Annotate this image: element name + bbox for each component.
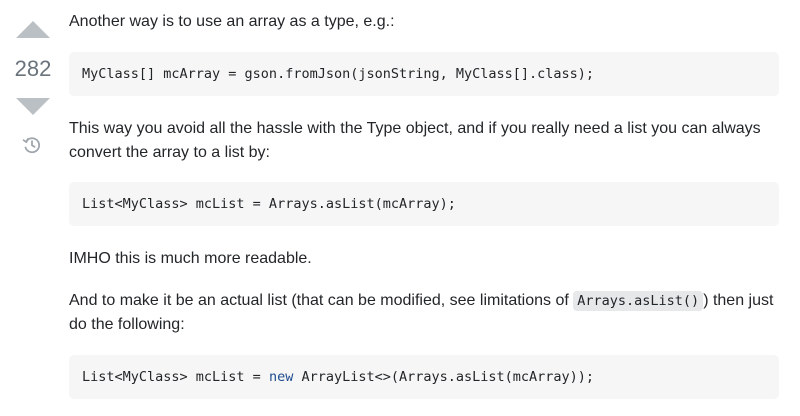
inline-code-aslist: Arrays.asList() <box>573 291 704 311</box>
code-keyword-new: new <box>268 369 294 385</box>
paragraph-actual-list: And to make it be an actual list (that c… <box>69 289 779 337</box>
paragraph-readable: IMHO this is much more readable. <box>69 250 312 267</box>
code-block-gson: MyClass[] mcArray = gson.fromJson(jsonSt… <box>69 52 779 96</box>
paragraph-text-before: And to make it be an actual list (that c… <box>69 292 574 309</box>
paragraph-type-hassle: This way you avoid all the hassle with t… <box>69 120 761 161</box>
code-block-aslist: List<MyClass> mcList = Arrays.asList(mcA… <box>69 182 779 226</box>
history-icon-graphic <box>22 137 40 154</box>
vote-count: 282 <box>14 56 52 81</box>
code-text-after: ArrayList<>(Arrays.asList(mcArray)); <box>293 369 595 385</box>
code-text-before: List<MyClass> mcList = <box>82 369 269 385</box>
paragraph-intro: Another way is to use an array as a type… <box>69 13 395 30</box>
downvote-button[interactable] <box>16 98 50 115</box>
code-block-arraylist: List<MyClass> mcList = new ArrayList<>(A… <box>69 355 779 399</box>
history-icon[interactable] <box>22 135 42 155</box>
paragraph-text-after: ) then just do the following: <box>69 292 774 333</box>
upvote-button[interactable] <box>16 21 50 38</box>
